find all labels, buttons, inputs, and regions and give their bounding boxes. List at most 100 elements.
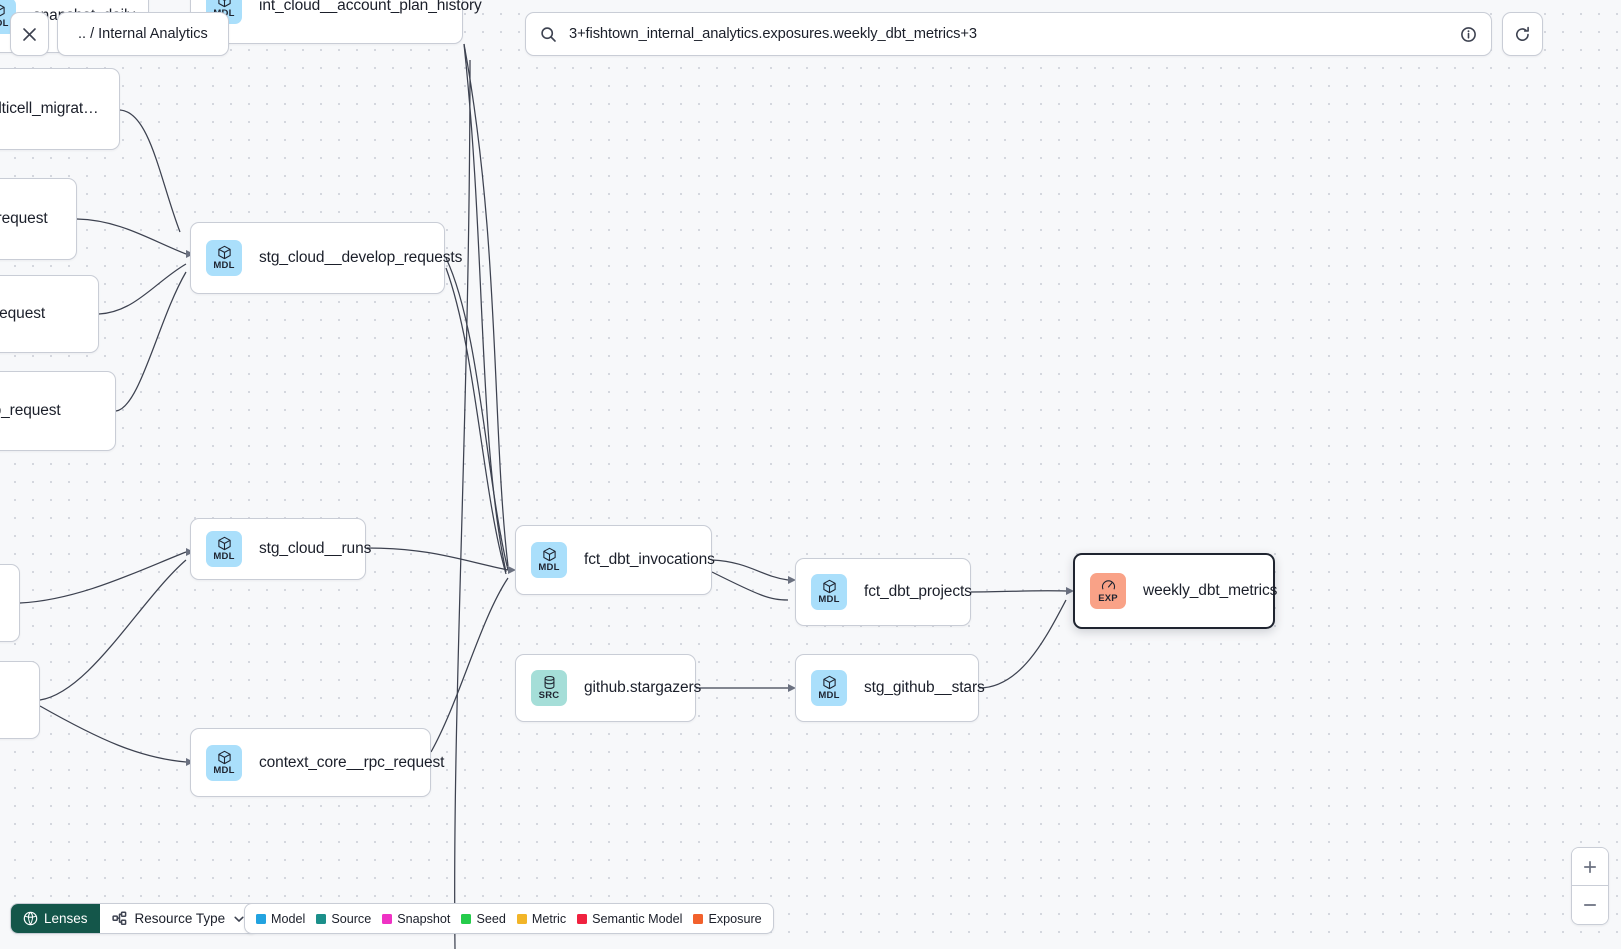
- info-icon[interactable]: [1460, 26, 1477, 43]
- legend-item[interactable]: Snapshot: [382, 912, 450, 926]
- cube-icon: [0, 4, 5, 16]
- graph-node[interactable]: MDLmulticell_migrat…: [0, 68, 120, 150]
- refresh-button[interactable]: [1502, 12, 1543, 56]
- graph-node[interactable]: MDL.run: [0, 661, 40, 739]
- graph-node[interactable]: MDL fct_dbt_invocations: [515, 525, 715, 595]
- lenses-button[interactable]: Lenses: [11, 904, 100, 933]
- graph-node[interactable]: MDL stg_github__stars: [795, 654, 985, 722]
- close-icon: [23, 27, 36, 41]
- resource-type-label: Resource Type: [134, 911, 226, 926]
- node-label: multicell_migrat…: [0, 100, 99, 117]
- graph-node[interactable]: MDLn: [0, 564, 20, 642]
- database-icon: [544, 676, 554, 690]
- legend-swatch: [693, 913, 704, 924]
- node-type-label: SRC: [538, 690, 560, 702]
- graph-node[interactable]: MDL_develop_request: [0, 371, 116, 451]
- search-icon: [541, 26, 556, 42]
- zoom-out-button[interactable]: [1572, 886, 1608, 924]
- node-type-label: MDL: [818, 690, 840, 702]
- graph-node[interactable]: MDLop_request: [0, 178, 77, 260]
- cube-icon: [217, 537, 231, 551]
- resource-type-legend: Model Source Snapshot Seed Metric Semantic Mo…: [244, 903, 774, 934]
- graph-node[interactable]: MDL stg_cloud__runs: [190, 518, 371, 580]
- legend-swatch: [256, 913, 266, 924]
- legend-swatch: [382, 913, 393, 924]
- lens-icon: [23, 911, 38, 926]
- node-type-badge: MDL: [206, 744, 242, 781]
- node-type-label: MDL: [818, 594, 840, 606]
- graph-node[interactable]: SRC github.stargazers: [515, 654, 701, 722]
- cube-icon: [542, 548, 556, 562]
- node-type-badge: MDL: [206, 240, 242, 276]
- legend-label: Snapshot: [397, 911, 451, 926]
- node-type-badge: EXP: [1090, 573, 1126, 609]
- node-type-badge: SRC: [531, 670, 567, 706]
- cube-icon: [217, 0, 231, 8]
- legend-label: Semantic Model: [592, 911, 683, 926]
- node-label: github.stargazers: [584, 679, 702, 696]
- legend-label: Source: [331, 911, 372, 926]
- node-type-badge: MDL: [811, 670, 847, 706]
- node-type-label: MDL: [213, 260, 235, 272]
- minus-icon: [1583, 904, 1597, 906]
- cube-icon: [822, 580, 836, 594]
- close-button[interactable]: [10, 12, 49, 56]
- zoom-controls: [1571, 847, 1609, 925]
- gauge-icon: [1101, 580, 1115, 590]
- node-label: stg_github__stars: [864, 679, 985, 696]
- legend-item[interactable]: Exposure: [693, 912, 762, 926]
- legend-label: Seed: [476, 911, 506, 926]
- node-type-label: MDL: [213, 551, 235, 563]
- graph-node[interactable]: MDL context_core__rpc_request: [190, 728, 444, 797]
- chevron-down-icon: [234, 916, 244, 922]
- node-label: fct_dbt_projects: [864, 583, 972, 600]
- legend-swatch: [577, 913, 588, 924]
- cube-icon: [217, 246, 231, 260]
- legend-item[interactable]: Source: [316, 912, 371, 926]
- node-type-label: MDL: [213, 764, 235, 776]
- breadcrumb[interactable]: .. / Internal Analytics: [57, 12, 229, 56]
- legend-swatch: [461, 913, 472, 924]
- search-bar[interactable]: [525, 12, 1492, 56]
- plus-icon: [1583, 860, 1597, 873]
- search-input[interactable]: [569, 26, 1460, 42]
- legend-item[interactable]: Metric: [516, 911, 567, 926]
- legend-label: Model: [271, 911, 306, 926]
- node-type-badge: MDL: [811, 574, 847, 610]
- graph-node[interactable]: MDLint_cloud__account_plan_history: [190, 0, 482, 44]
- hierarchy-icon: [111, 911, 126, 925]
- resource-type-button[interactable]: Resource Type: [99, 904, 258, 933]
- node-type-label: EXP: [1098, 593, 1118, 605]
- graph-node[interactable]: MDLvelop_request: [0, 275, 99, 353]
- node-type-badge: MDL: [531, 542, 567, 578]
- node-label: velop_request: [0, 305, 46, 322]
- node-label: fct_dbt_invocations: [584, 551, 715, 568]
- legend-label: Metric: [531, 911, 567, 926]
- breadcrumb-label: .. / Internal Analytics: [78, 26, 208, 42]
- node-label: stg_cloud__runs: [259, 540, 372, 557]
- legend-swatch: [316, 913, 327, 924]
- zoom-in-button[interactable]: [1572, 848, 1608, 886]
- lens-toolbar: Lenses Resource Type: [10, 903, 259, 934]
- node-label: context_core__rpc_request: [259, 753, 445, 771]
- node-label: weekly_dbt_metrics: [1143, 582, 1278, 599]
- graph-node[interactable]: MDL stg_cloud__develop_requests: [190, 222, 462, 294]
- legend-item[interactable]: Semantic Model: [577, 912, 682, 926]
- legend-item[interactable]: Seed: [461, 911, 506, 926]
- graph-node[interactable]: EXP weekly_dbt_metrics: [1073, 553, 1278, 629]
- cube-icon: [217, 750, 231, 764]
- graph-node[interactable]: MDL fct_dbt_projects: [795, 558, 972, 626]
- node-type-badge: MDL: [206, 531, 242, 567]
- node-type-label: MDL: [0, 17, 9, 29]
- refresh-icon: [1516, 26, 1529, 41]
- legend-item[interactable]: Model: [256, 912, 305, 926]
- node-label: _develop_request: [0, 402, 61, 419]
- node-label: stg_cloud__develop_requests: [259, 249, 463, 266]
- node-label: op_request: [0, 210, 48, 227]
- cube-icon: [822, 676, 836, 690]
- node-type-label: MDL: [538, 562, 560, 574]
- legend-swatch: [516, 913, 527, 924]
- lenses-label: Lenses: [44, 911, 88, 926]
